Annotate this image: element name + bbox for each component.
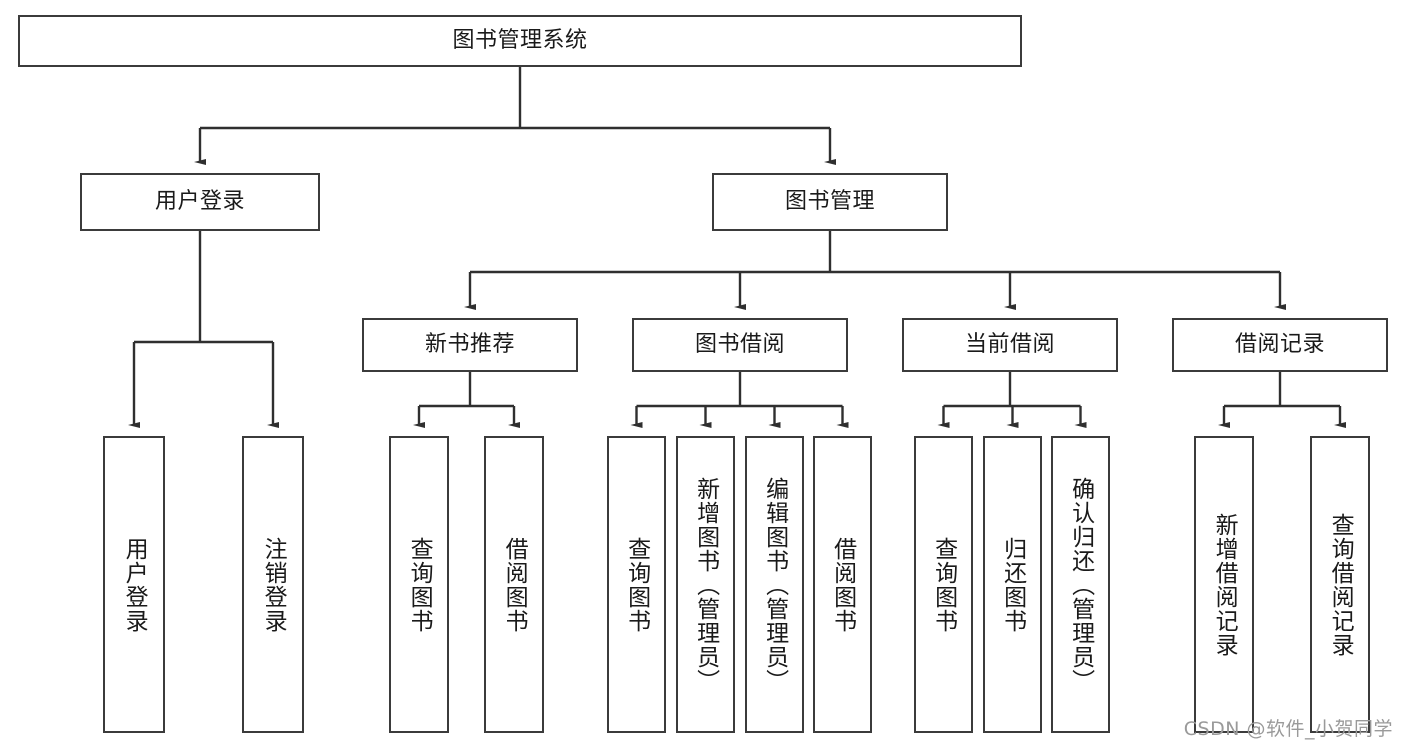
node-label: 图书管理系统	[452, 27, 588, 53]
node-new-book-recommend[interactable]: 新书推荐	[362, 318, 578, 372]
leaf-confirm-return-admin[interactable]: 确认归还（管理员）	[1051, 436, 1110, 733]
leaf-query-borrow-record[interactable]: 查询借阅记录	[1310, 436, 1370, 733]
leaf-return-book[interactable]: 归还图书	[983, 436, 1042, 733]
node-label: 归还图书	[999, 536, 1026, 633]
leaf-borrow-book-recommend[interactable]: 借阅图书	[484, 436, 544, 733]
node-label: 查询图书	[406, 536, 433, 633]
node-book-borrow[interactable]: 图书借阅	[632, 318, 848, 372]
node-root-library-system[interactable]: 图书管理系统	[18, 15, 1022, 67]
node-label: 新书推荐	[424, 331, 515, 357]
node-label: 查询借阅记录	[1327, 512, 1354, 657]
leaf-add-borrow-record[interactable]: 新增借阅记录	[1194, 436, 1254, 733]
watermark-text: CSDN @软件_小贺同学	[1183, 718, 1393, 740]
node-user-login[interactable]: 用户登录	[80, 173, 320, 231]
leaf-query-book-borrow[interactable]: 查询图书	[607, 436, 666, 733]
node-label: 新增图书（管理员）	[692, 476, 719, 693]
leaf-user-login[interactable]: 用户登录	[103, 436, 165, 733]
node-label: 新增借阅记录	[1211, 512, 1238, 657]
node-label: 图书管理	[784, 188, 875, 214]
leaf-borrow-book[interactable]: 借阅图书	[813, 436, 872, 733]
leaf-logout[interactable]: 注销登录	[242, 436, 304, 733]
node-label: 图书借阅	[694, 331, 785, 357]
node-label: 用户登录	[121, 536, 148, 633]
node-label: 当前借阅	[964, 331, 1055, 357]
leaf-edit-book-admin[interactable]: 编辑图书（管理员）	[745, 436, 804, 733]
node-label: 查询图书	[930, 536, 957, 633]
leaf-query-book-recommend[interactable]: 查询图书	[389, 436, 449, 733]
node-label: 查询图书	[623, 536, 650, 633]
node-borrow-record[interactable]: 借阅记录	[1172, 318, 1388, 372]
node-current-borrow[interactable]: 当前借阅	[902, 318, 1118, 372]
node-label: 借阅图书	[829, 536, 856, 633]
leaf-add-book-admin[interactable]: 新增图书（管理员）	[676, 436, 735, 733]
node-label: 注销登录	[260, 536, 287, 633]
node-label: 编辑图书（管理员）	[761, 476, 788, 693]
node-label: 借阅记录	[1234, 331, 1325, 357]
node-label: 用户登录	[154, 188, 245, 214]
node-book-management[interactable]: 图书管理	[712, 173, 948, 231]
leaf-query-book-current[interactable]: 查询图书	[914, 436, 973, 733]
node-label: 确认归还（管理员）	[1067, 476, 1094, 693]
node-label: 借阅图书	[501, 536, 528, 633]
